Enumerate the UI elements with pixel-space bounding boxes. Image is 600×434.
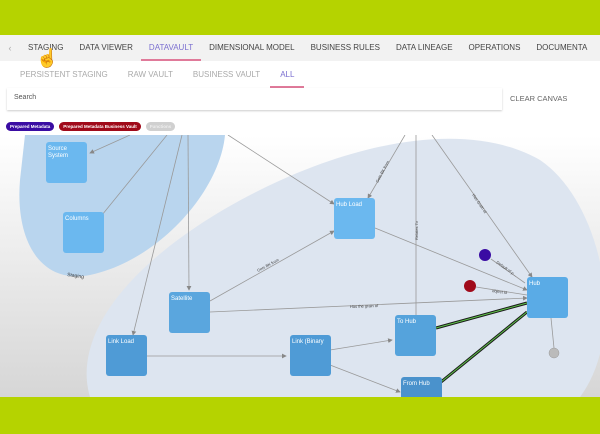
node-from-hub[interactable]: From Hub [401,377,442,397]
chip-prepared-metadata-business-vault[interactable]: Prepared Metadata Business Vault [59,122,141,131]
subtab-persistent-staging[interactable]: PERSISTENT STAGING [20,70,108,79]
node-box[interactable] [169,292,210,333]
chip-functions[interactable]: Functions [145,122,176,131]
node-label: Link (Binary [292,339,324,345]
node-satellite[interactable]: Satellite [169,292,210,333]
hand-cursor-icon: ☝ [36,48,59,68]
app-window: ‹ STAGING DATA VIEWER DATAVAULT DIMENSIO… [0,35,600,397]
node-link-load[interactable]: Link Load [106,335,147,376]
graph-canvas[interactable]: Staging Gets BK from Gets BK from Rela [0,135,600,397]
node-columns[interactable]: Columns [63,212,104,253]
node-box[interactable] [63,212,104,253]
node-box[interactable] [334,198,375,239]
node-label: Link Load [108,339,134,345]
tab-data-viewer[interactable]: DATA VIEWER [79,43,133,52]
function-dot[interactable] [548,347,560,359]
tab-dimensional-model[interactable]: DIMENSIONAL MODEL [209,43,295,52]
search-input[interactable]: Search [7,88,502,110]
vault-group [86,138,600,397]
node-box[interactable] [290,335,331,376]
tab-operations[interactable]: OPERATIONS [468,43,521,52]
tab-business-rules[interactable]: BUSINESS RULES [310,43,380,52]
edge-label-has-the-grain-of: Has the grain of [350,303,379,309]
node-box[interactable] [106,335,147,376]
staging-group-label: Staging [67,272,85,280]
subtab-business-vault[interactable]: BUSINESS VAULT [192,70,261,79]
clear-canvas-button[interactable]: CLEAR CANVAS [510,94,568,103]
chevron-left-icon[interactable]: ‹ [8,43,12,53]
tab-datavault[interactable]: DATAVAULT [140,35,202,61]
prepared-metadata-dot[interactable] [479,249,491,261]
node-box[interactable] [527,277,568,318]
node-label: Hub Load [336,202,362,208]
edge-label-object-id: object id [492,288,507,295]
node-label: Hub [529,281,541,287]
sub-tabs: PERSISTENT STAGING RAW VAULT BUSINESS VA… [10,62,305,88]
node-label: Columns [65,216,89,222]
subtab-raw-vault[interactable]: RAW VAULT [127,70,173,79]
node-box[interactable] [401,377,442,397]
node-box[interactable] [46,142,87,183]
node-box[interactable] [395,315,436,356]
tab-documentation[interactable]: DOCUMENTA [536,43,588,52]
tab-data-lineage[interactable]: DATA LINEAGE [395,43,453,52]
subtab-all[interactable]: ALL [270,62,305,88]
chip-prepared-metadata[interactable]: Prepared Metadata [6,122,55,131]
node-label: To Hub [397,319,417,325]
node-link-binary[interactable]: Link (Binary [290,335,331,376]
edge-label-relates-to: Relates To [414,220,419,240]
prepared-metadata-business-vault-dot[interactable] [464,280,476,292]
node-to-hub[interactable]: To Hub [395,315,436,356]
node-label: Satellite [171,296,193,302]
node-hub[interactable]: Hub [527,277,568,318]
node-label: From Hub [403,381,430,387]
tab-staging[interactable]: STAGING [28,43,64,52]
node-hub-load[interactable]: Hub Load [334,198,375,239]
filter-chips: Prepared Metadata Prepared Metadata Busi… [6,122,176,131]
main-tabs: ‹ STAGING DATA VIEWER DATAVAULT DIMENSIO… [0,35,600,61]
